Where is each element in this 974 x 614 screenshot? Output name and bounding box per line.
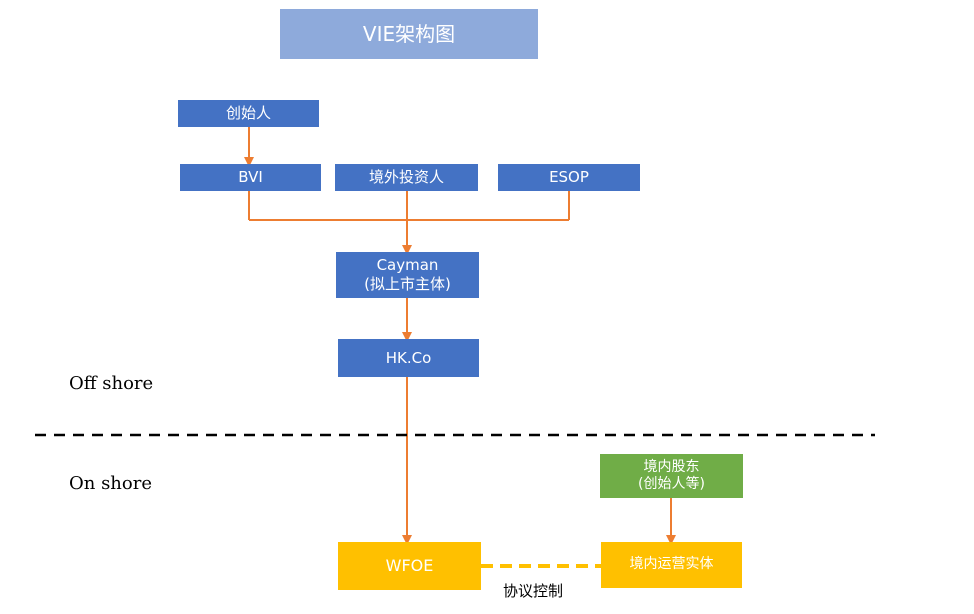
node-founder: 创始人 (178, 100, 319, 127)
region-label-offshore: Off shore (69, 373, 154, 394)
node-wfoe: WFOE (338, 542, 481, 590)
node-domestic-shareholder: 境内股东 (创始人等) (600, 454, 743, 498)
node-domestic-shareholder-line2: (创始人等) (638, 476, 705, 492)
node-domestic-operating-entity: 境内运营实体 (601, 542, 742, 588)
node-esop-label: ESOP (549, 168, 589, 187)
node-domestic-operating-entity-label: 境内运营实体 (629, 556, 714, 573)
agreement-control-label: 协议控制 (503, 582, 564, 600)
node-founder-label: 创始人 (225, 104, 271, 123)
node-cayman-label-line2: (拟上市主体) (364, 275, 451, 293)
region-label-onshore: On shore (69, 473, 152, 494)
node-wfoe-label: WFOE (385, 556, 434, 575)
node-hkco-label: HK.Co (385, 348, 432, 367)
node-domestic-shareholder-line1: 境内股东 (643, 458, 700, 475)
diagram-title-text: VIE架构图 (362, 21, 456, 46)
node-foreign-investor: 境外投资人 (335, 164, 478, 191)
node-hkco: HK.Co (338, 339, 479, 377)
node-cayman: Cayman (拟上市主体) (336, 252, 479, 298)
diagram-title: VIE架构图 (280, 9, 538, 59)
node-esop: ESOP (498, 164, 640, 191)
node-bvi: BVI (180, 164, 321, 191)
node-bvi-label: BVI (238, 168, 263, 187)
node-foreign-investor-label: 境外投资人 (368, 168, 444, 187)
node-cayman-label-line1: Cayman (376, 256, 439, 275)
